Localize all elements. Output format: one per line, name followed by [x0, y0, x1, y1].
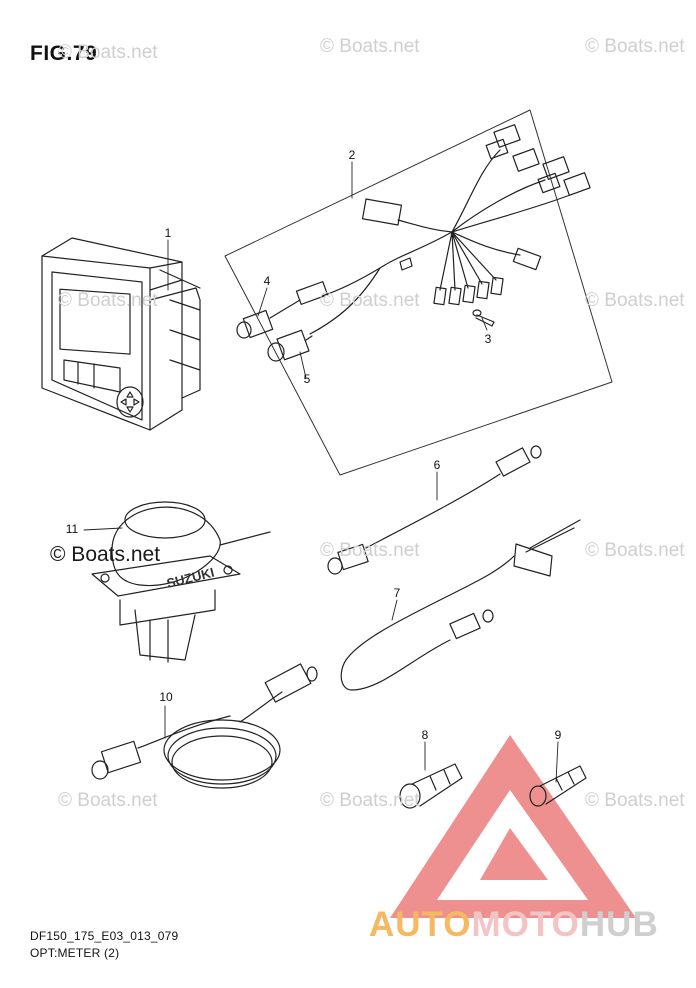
callout-6: 6: [433, 458, 441, 472]
watermark: © Boats.net: [320, 540, 420, 561]
watermark: © Boats.net: [320, 290, 420, 311]
leader-lines: [83, 161, 559, 783]
watermark: © Boats.net: [58, 42, 158, 63]
figure-code: DF150_175_E03_013_079: [30, 929, 179, 943]
watermark: © Boats.net: [585, 290, 685, 311]
callout-2: 2: [348, 148, 356, 162]
figure-subtitle: OPT:METER (2): [30, 946, 120, 960]
coiled-cable-icon: [91, 663, 318, 789]
meter-display-icon: [41, 237, 201, 431]
callout-10: 10: [159, 690, 173, 704]
terminator-cap-icon: [399, 763, 463, 809]
callout-3: 3: [484, 332, 492, 346]
callout-1: 1: [164, 226, 172, 240]
watermark: © Boats.net: [320, 36, 420, 57]
brand-logo: AUTOMOTOHUB: [369, 905, 659, 945]
screw-icon: [472, 309, 495, 327]
watermark: © Boats.net: [585, 36, 685, 57]
callout-8: 8: [421, 728, 429, 742]
brand-auto: AUTO: [369, 905, 472, 944]
cable-with-module-icon: [340, 519, 581, 691]
cable-icon: [327, 445, 542, 575]
triangle-logo-icon: [390, 735, 636, 918]
callout-9: 9: [554, 728, 562, 742]
watermark: © Boats.net: [320, 790, 420, 811]
harness-group-box: [224, 109, 613, 476]
wire-harness-icon: [295, 124, 591, 335]
watermark: © Boats.net: [585, 790, 685, 811]
terminator-icon: [529, 765, 587, 807]
figure-title: FIG.79: [30, 42, 98, 65]
callout-7: 7: [393, 586, 401, 600]
watermark-dark: © Boats.net: [50, 543, 161, 566]
watermark: © Boats.net: [58, 290, 158, 311]
connector-icon: [236, 299, 301, 339]
callout-5: 5: [303, 372, 311, 386]
connector-icon: [267, 329, 313, 362]
callout-11: 11: [65, 522, 79, 536]
brand-hub: HUB: [579, 905, 659, 944]
watermark: © Boats.net: [585, 540, 685, 561]
antenna-label: SUZUKI: [165, 565, 216, 591]
gps-antenna-icon: [91, 501, 271, 663]
callout-4: 4: [263, 274, 271, 288]
watermark: © Boats.net: [58, 790, 158, 811]
brand-moto: MOTO: [471, 905, 580, 944]
